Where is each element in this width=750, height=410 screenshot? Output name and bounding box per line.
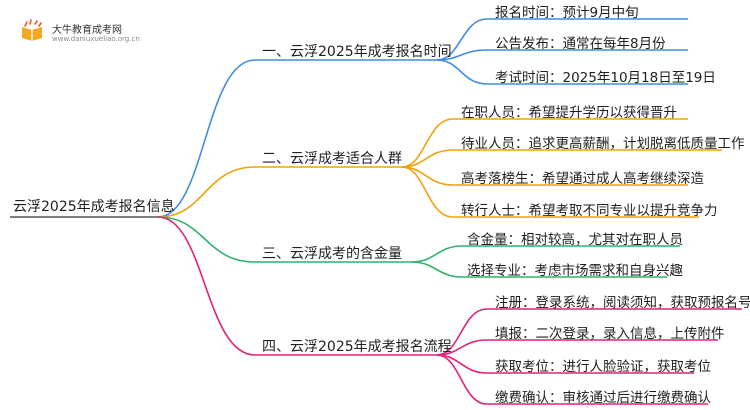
branch-1-connectors [157,18,688,218]
book-logo-icon [22,19,42,41]
site-logo: 大牛教育成考网 www.daniuxueliao.org.cn [18,18,148,46]
branch-2-connectors [157,118,722,218]
logo-title: 大牛教育成考网 [52,25,122,36]
branch-1-label: 一、云浮2025年成考报名时间 [262,44,452,60]
branch-4-leaf-3: 获取考位：进行人脸验证，获取考位 [495,359,711,375]
branch-1-leaf-3: 考试时间：2025年10月18日至19日 [495,70,716,86]
branch-3-leaf-1: 含金量：相对较高，尤其对在职人员 [467,232,683,248]
branch-2-leaf-3: 高考落榜生：希望通过成人高考继续深造 [461,171,704,187]
logo-url: www.daniuxueliao.org.cn [52,35,140,43]
branch-3-connectors [157,216,680,278]
branch-1-leaf-2: 公告发布：通常在每年8月份 [495,36,666,52]
branch-1-leaf-1: 报名时间：预计9月中旬 [495,5,639,21]
branch-4-leaf-4: 缴费确认：审核通过后进行缴费确认 [495,390,711,406]
branch-4-connectors [157,216,742,405]
branch-2-leaf-2: 待业人员：追求更高薪酬，计划脱离低质量工作 [461,136,745,152]
branch-2-leaf-1: 在职人员：希望提升学历以获得晋升 [461,105,677,121]
branch-2-leaf-4: 转行人士：希望考取不同专业以提升竞争力 [461,203,718,219]
branch-3-leaf-2: 选择专业：考虑市场需求和自身兴趣 [467,263,683,279]
root-topic: 云浮2025年成考报名信息 [13,199,175,215]
branch-3-label: 三、云浮成考的含金量 [262,246,402,262]
branch-4-leaf-1: 注册：登录系统，阅读须知，获取预报名号 [495,295,750,311]
branch-4-label: 四、云浮2025年成考报名流程 [262,339,452,355]
branch-2-label: 二、云浮成考适合人群 [262,151,402,167]
branch-4-leaf-2: 填报：二次登录，录入信息，上传附件 [495,326,725,342]
